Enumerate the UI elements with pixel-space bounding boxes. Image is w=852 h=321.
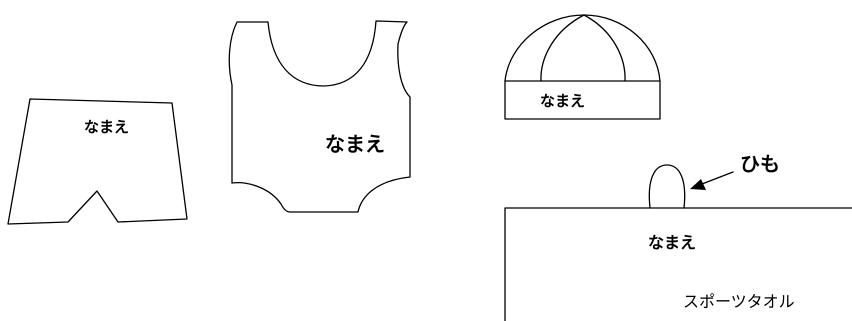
swimsuit: なまえ: [228, 20, 411, 213]
sports-towel: ひも なまえ スポーツタオル: [504, 152, 852, 321]
shorts-name-label: なまえ: [84, 118, 129, 136]
cap-dome: [504, 14, 661, 82]
towel-name-label: なまえ: [648, 233, 696, 252]
shorts: なまえ: [7, 98, 188, 225]
swim-cap: なまえ: [504, 14, 661, 120]
towel-outline: [504, 207, 852, 321]
swimsuit-outline: [228, 20, 411, 213]
cap-band: [504, 80, 661, 120]
towel-string-label: ひも: [740, 152, 780, 176]
cap-seam-right: [583, 14, 626, 82]
shorts-outline: [7, 98, 188, 225]
towel-caption: スポーツタオル: [683, 292, 795, 311]
cap-name-label: なまえ: [540, 92, 585, 110]
cap-seam-left: [540, 14, 585, 82]
swimsuit-name-label: なまえ: [325, 132, 385, 156]
string-arrow-head: [690, 179, 706, 190]
towel-string-loop: [648, 164, 686, 209]
string-arrow-shaft: [701, 171, 734, 185]
